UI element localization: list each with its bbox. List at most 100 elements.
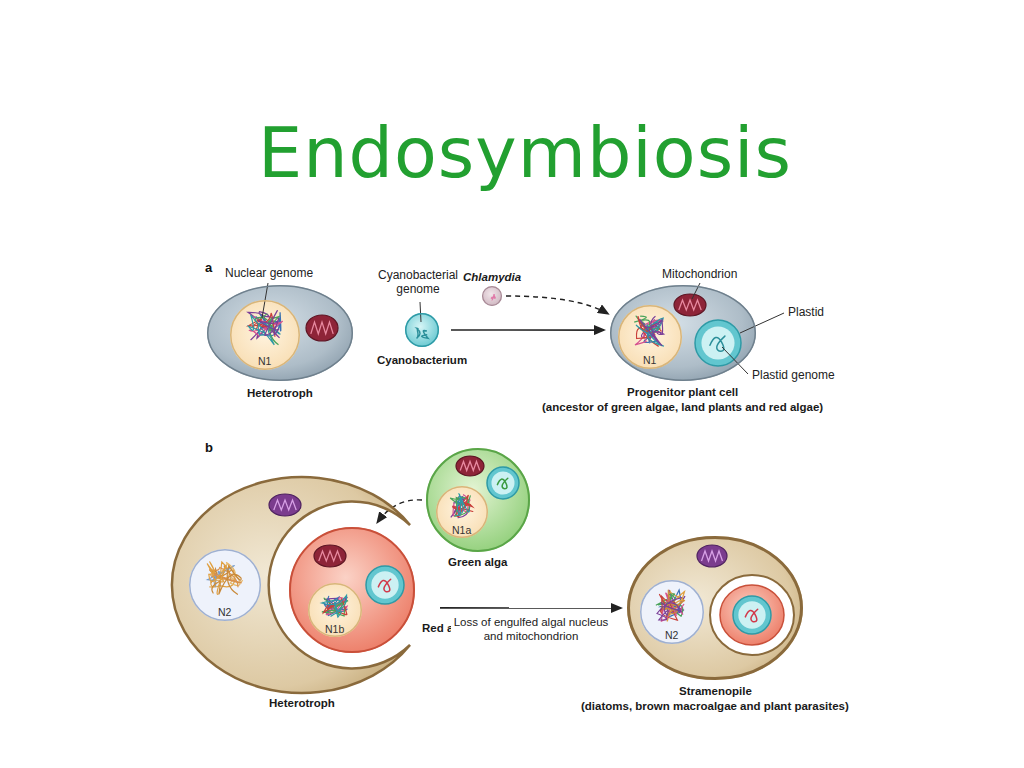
plastid-genome — [745, 609, 757, 621]
genome-strand — [456, 494, 470, 516]
process-arrow — [451, 329, 604, 331]
nucleus-fill — [640, 580, 704, 644]
plastid-genome — [710, 336, 725, 351]
nucleus-label: N2 — [218, 606, 231, 618]
mitochondrion — [269, 494, 301, 516]
mitochondrion-body — [269, 494, 301, 516]
nucleus: N2 — [189, 549, 261, 621]
circle-outline — [290, 528, 414, 652]
circle-outline — [641, 581, 704, 644]
mitochondrion — [674, 294, 706, 316]
nucleus-label: N2 — [665, 629, 678, 641]
plastid-genome — [497, 478, 507, 488]
cell-outline — [208, 286, 353, 381]
cell-fill — [627, 536, 803, 680]
mitochondrion-cristae — [460, 462, 480, 471]
cell-caption: Heterotroph — [269, 697, 335, 709]
cell-caption: Green alga — [448, 556, 507, 568]
circle-outline — [190, 550, 261, 621]
diagram-title: Endosymbiosis — [258, 112, 792, 194]
leader-line — [722, 347, 748, 374]
genome-strands — [450, 494, 473, 518]
genome-strands — [656, 590, 685, 621]
plastid-envelope — [487, 467, 519, 499]
mitochondrion-body — [314, 545, 346, 567]
callout-label: Plastid — [788, 305, 824, 319]
leader-line — [740, 313, 784, 333]
mitochondrion — [697, 545, 727, 567]
cell-fill — [207, 285, 353, 381]
cyanobacterium-fill — [405, 313, 439, 347]
circle-outline — [483, 287, 502, 306]
dashed-arrow — [506, 296, 608, 314]
leader-line — [692, 283, 700, 299]
genome-strand — [258, 311, 279, 336]
process-arrow — [440, 607, 621, 609]
shape-outline — [426, 448, 530, 552]
green-alga-cell: Green algaN1a — [426, 448, 530, 552]
nucleus: N1a — [436, 486, 488, 538]
cyanobacterial-genome — [417, 328, 429, 338]
nucleus: N1b — [308, 583, 362, 637]
circle-outline — [619, 306, 682, 369]
cell-fill — [610, 285, 756, 381]
shape-outline — [627, 536, 803, 680]
stramenopile-cell: Stramenopile(diatoms, brown macroalgae a… — [627, 536, 803, 680]
cell-caption: (diatoms, brown macroalgae and plant par… — [581, 700, 849, 712]
genome-strand — [212, 566, 241, 595]
nucleus: N1 — [618, 305, 682, 369]
circle-outline — [231, 301, 300, 370]
cell-caption: Chlamydia — [463, 271, 521, 283]
genome-strand — [657, 598, 682, 620]
nucleus-fill — [436, 486, 488, 538]
green-alga-fill — [426, 448, 530, 552]
heterotroph-cell: HeterotrophN2Red algaN1b — [172, 477, 432, 693]
dashed-arrow — [377, 500, 422, 523]
plastid-envelope — [733, 596, 771, 634]
mitochondrion — [314, 545, 346, 567]
plastid-genome — [378, 579, 390, 591]
callout-label: Plastid genome — [752, 368, 835, 382]
plastid — [487, 467, 519, 499]
complex-plastid-inner — [720, 585, 784, 645]
cell-caption: Progenitor plant cell — [627, 386, 738, 398]
nucleus-fill — [308, 583, 362, 637]
mitochondrion-cristae — [319, 551, 341, 561]
circle-outline — [437, 487, 488, 538]
plastid-stroma — [371, 571, 398, 598]
cell-outline — [611, 286, 756, 381]
plastid-stroma — [738, 601, 765, 628]
genome-strand — [207, 562, 227, 595]
shape-outline — [405, 313, 439, 347]
cyanobacterium: Cyanobacterium — [405, 313, 439, 347]
arrow-label: Loss of engulfed algal nucleus and mitoc… — [451, 615, 611, 643]
cell: Progenitor plant cell(ancestor of green … — [610, 285, 756, 381]
cell-caption: Heterotroph — [247, 387, 313, 399]
callout-label: Nuclear genome — [225, 266, 313, 280]
genome-strand — [491, 294, 495, 299]
cell-caption: Cyanobacterium — [377, 354, 467, 366]
plastid — [733, 596, 771, 634]
leader-line — [420, 302, 421, 322]
cell-outline — [629, 538, 802, 679]
genome-strands — [322, 595, 349, 617]
genome-strand — [322, 595, 347, 617]
shape-outline — [482, 286, 502, 306]
nucleus: N1 — [230, 300, 300, 370]
genome-strands — [207, 562, 242, 595]
cell: HeterotrophN1 — [207, 285, 353, 381]
circle-outline — [406, 314, 439, 347]
mitochondrion-body — [306, 315, 338, 341]
mitochondrion — [306, 315, 338, 341]
genome-strands — [248, 311, 283, 345]
genome-strand — [453, 495, 473, 517]
mitochondrion-body — [697, 545, 727, 567]
genome-strand — [417, 328, 420, 338]
chlamydia-fill — [482, 286, 502, 306]
panel-letter: a — [205, 260, 212, 275]
mitochondrion-cristae — [702, 551, 723, 561]
nucleus-label: N1 — [258, 355, 271, 367]
nucleus-fill — [230, 300, 300, 370]
plastid-stroma — [491, 471, 514, 494]
nucleus-label: N1 — [643, 354, 656, 366]
